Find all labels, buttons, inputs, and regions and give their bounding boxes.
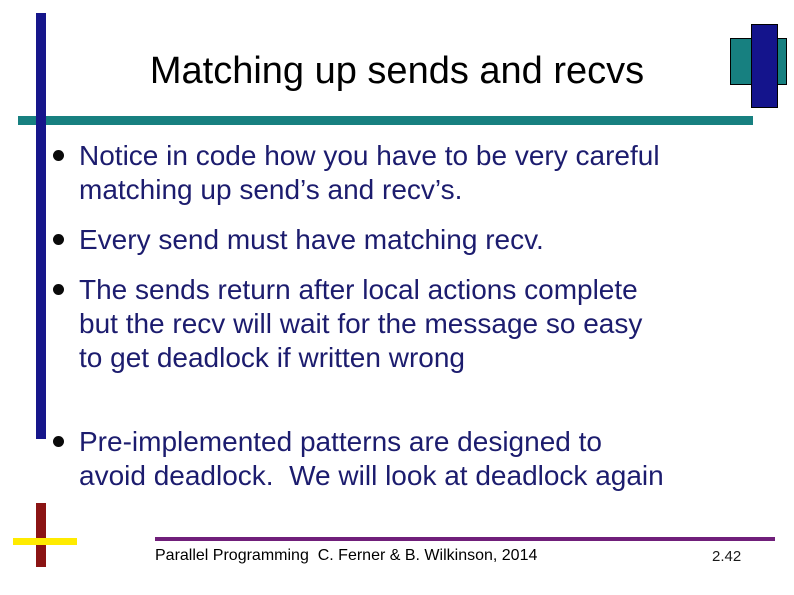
footer-rule <box>155 537 775 541</box>
title-underline-rule <box>18 116 753 125</box>
bullet-list: Notice in code how you have to be very c… <box>52 139 758 509</box>
bullet-line: avoid deadlock. We will look at deadlock… <box>79 460 664 491</box>
bullet-item: Pre-implemented patterns are designed to… <box>52 425 758 493</box>
bullet-line: but the recv will wait for the message s… <box>79 308 643 339</box>
footer-credit: Parallel Programming C. Ferner & B. Wilk… <box>155 547 538 564</box>
bullet-icon <box>53 150 64 161</box>
bullet-line: Pre-implemented patterns are designed to <box>79 426 602 457</box>
slide-title: Matching up sends and recvs <box>149 50 645 92</box>
bullet-line: matching up send’s and recv’s. <box>79 174 463 205</box>
left-accent-bar-maroon <box>36 503 46 567</box>
bullet-line: Notice in code how you have to be very c… <box>79 140 660 171</box>
bullet-line: to get deadlock if written wrong <box>79 342 465 373</box>
left-accent-bar-navy <box>36 13 46 439</box>
corner-decoration-navy-rectangle <box>751 24 778 108</box>
bullet-line: The sends return after local actions com… <box>79 274 638 305</box>
page-number: 2.42 <box>712 548 742 565</box>
bullet-line: Every send must have matching recv. <box>79 224 544 255</box>
yellow-accent-line <box>13 538 77 545</box>
bullet-icon <box>53 284 64 295</box>
bullet-item: The sends return after local actions com… <box>52 273 758 375</box>
bullet-icon <box>53 234 64 245</box>
bullet-icon <box>53 436 64 447</box>
bullet-item: Notice in code how you have to be very c… <box>52 139 758 207</box>
bullet-item: Every send must have matching recv. <box>52 223 758 257</box>
